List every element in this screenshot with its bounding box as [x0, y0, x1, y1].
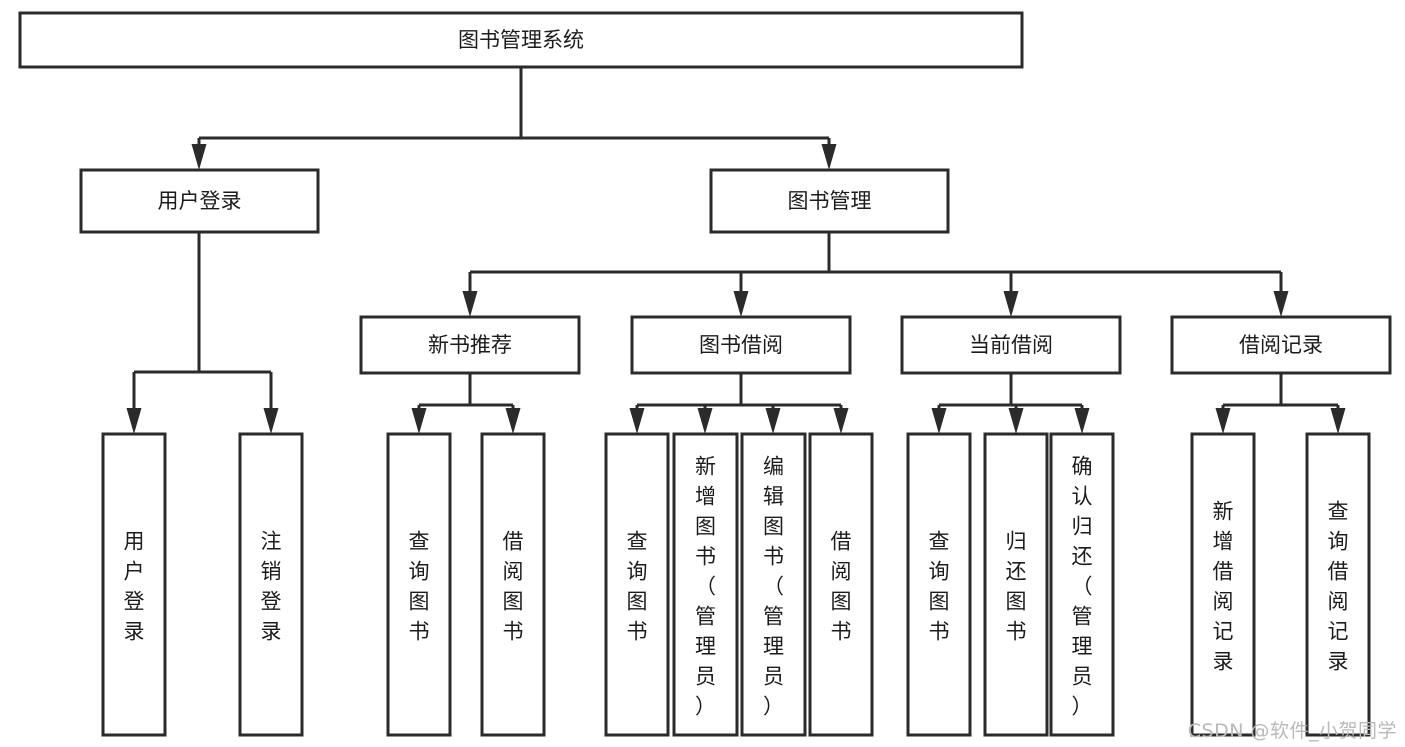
node-leaf-return-book[interactable]: 归还图书	[983, 432, 1049, 737]
node-leaf-query-book-recommend[interactable]: 查询图书	[386, 432, 452, 737]
node-box	[1190, 432, 1256, 737]
node-label: 图书管理系统	[458, 28, 584, 52]
conn-root-to-level2	[191, 67, 837, 170]
node-box	[808, 432, 874, 737]
node-book-borrow[interactable]: 图书借阅	[630, 315, 852, 375]
watermark-label: CSDN @软件_小贺同学	[1187, 720, 1397, 742]
node-label: 新书推荐	[428, 333, 512, 357]
conn-current-to-leaves	[931, 373, 1090, 434]
node-label: 图书借阅	[699, 333, 783, 357]
node-label: 新增借阅记录	[1213, 500, 1234, 674]
conn-recommend-to-leaves	[411, 373, 521, 434]
connector-layer	[126, 67, 1346, 434]
node-box	[18, 11, 1024, 69]
node-label: 注销登录	[261, 530, 282, 644]
node-leaf-add-book-admin[interactable]: 新增图书（管理员）	[672, 432, 739, 737]
node-box	[906, 432, 972, 737]
node-label: 查询图书	[409, 530, 430, 644]
node-box	[1049, 432, 1115, 737]
node-leaf-query-book-current[interactable]: 查询图书	[906, 432, 972, 737]
node-label: 用户登录	[124, 530, 145, 644]
node-new-book-recommend[interactable]: 新书推荐	[359, 315, 581, 375]
node-box	[630, 315, 852, 375]
conn-record-to-leaves	[1215, 373, 1346, 434]
node-label: 查询借阅记录	[1328, 500, 1349, 674]
node-root[interactable]: 图书管理系统	[18, 11, 1024, 69]
node-box	[359, 315, 581, 375]
node-box	[386, 432, 452, 737]
node-box	[480, 432, 546, 737]
node-box	[1305, 432, 1371, 737]
node-label: 借阅记录	[1239, 333, 1323, 357]
node-label: 借阅图书	[831, 530, 852, 644]
node-leaf-edit-book-admin[interactable]: 编辑图书（管理员）	[740, 432, 807, 737]
node-leaf-borrow-book[interactable]: 借阅图书	[808, 432, 874, 737]
node-book-management[interactable]: 图书管理	[709, 168, 950, 234]
node-box	[740, 432, 807, 737]
node-leaf-logout-login[interactable]: 注销登录	[238, 432, 304, 737]
node-box	[604, 432, 670, 737]
node-layer: 图书管理系统用户登录图书管理新书推荐图书借阅当前借阅借阅记录用户登录注销登录查询…	[18, 11, 1392, 737]
node-label: 查询图书	[929, 530, 950, 644]
node-leaf-borrow-book-recommend[interactable]: 借阅图书	[480, 432, 546, 737]
node-leaf-confirm-return-admin[interactable]: 确认归还（管理员）	[1049, 432, 1115, 737]
node-current-borrow[interactable]: 当前借阅	[900, 315, 1122, 375]
conn-borrow-to-leaves	[629, 373, 849, 434]
conn-userlogin-to-leaves	[126, 232, 279, 434]
node-leaf-user-login[interactable]: 用户登录	[101, 432, 167, 737]
node-box	[900, 315, 1122, 375]
node-label: 图书管理	[788, 189, 872, 213]
node-box	[238, 432, 304, 737]
conn-bookmgmt-to-level3	[462, 232, 1289, 317]
node-label: 查询图书	[627, 530, 648, 644]
node-borrow-record[interactable]: 借阅记录	[1170, 315, 1392, 375]
node-box	[983, 432, 1049, 737]
node-leaf-query-borrow-record[interactable]: 查询借阅记录	[1305, 432, 1371, 737]
node-user-login[interactable]: 用户登录	[79, 168, 320, 234]
node-label: 当前借阅	[969, 333, 1053, 357]
node-box	[79, 168, 320, 234]
node-box	[709, 168, 950, 234]
node-label: 新增图书（管理员）	[695, 455, 716, 719]
node-label: 归还图书	[1006, 530, 1027, 644]
node-label: 确认归还（管理员）	[1072, 455, 1093, 719]
node-leaf-add-borrow-record[interactable]: 新增借阅记录	[1190, 432, 1256, 737]
node-box	[672, 432, 739, 737]
node-leaf-query-book-borrow[interactable]: 查询图书	[604, 432, 670, 737]
node-label: 借阅图书	[503, 530, 524, 644]
node-box	[1170, 315, 1392, 375]
node-box	[101, 432, 167, 737]
node-label: 用户登录	[158, 189, 242, 213]
node-label: 编辑图书（管理员）	[763, 455, 784, 719]
